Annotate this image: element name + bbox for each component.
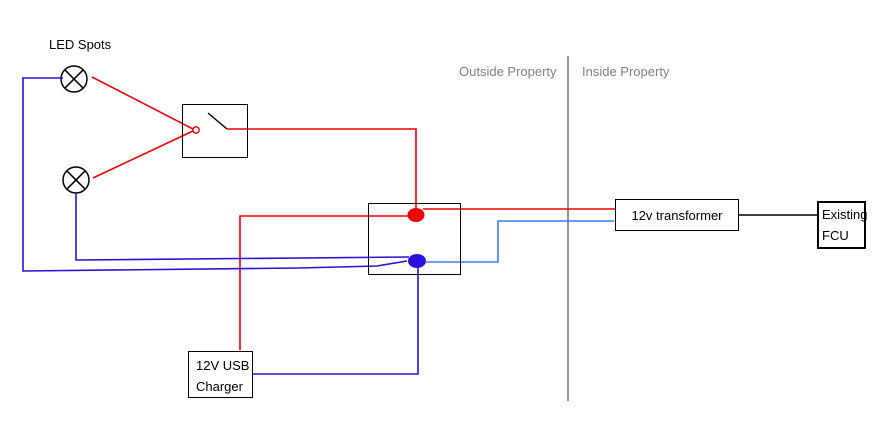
lamp-icon xyxy=(60,65,88,93)
usb-charger-box: 12V USB Charger xyxy=(188,351,253,398)
neutral-wire-lamp2-to-junction xyxy=(75,193,410,261)
switch-lever-icon xyxy=(207,112,228,130)
live-wire-lamp1-to-switch xyxy=(91,76,194,130)
fcu-box: Existing FCU xyxy=(817,201,868,249)
inside-property-label: Inside Property xyxy=(582,64,670,79)
outside-property-label: Outside Property xyxy=(459,64,557,79)
junction-box xyxy=(368,203,461,275)
neutral-junction-dot xyxy=(408,254,426,268)
live-junction-dot xyxy=(407,208,425,222)
fcu-label: Existing FCU xyxy=(822,207,868,243)
usb-charger-label: 12V USB Charger xyxy=(196,358,250,394)
transformer-label: 12v transformer xyxy=(631,207,723,223)
live-wire-junction-to-usb-charger xyxy=(239,215,409,350)
transformer-box: 12v transformer xyxy=(615,199,739,231)
switch-terminal-icon xyxy=(192,126,200,134)
secondary-wire-junction-to-transformer xyxy=(425,220,614,263)
lamp-icon xyxy=(62,166,90,194)
led-spots-label: LED Spots xyxy=(49,37,112,52)
light-switch-box xyxy=(182,104,248,158)
neutral-wire-junction-to-usb-charger xyxy=(252,267,419,375)
live-wire-lamp2-to-switch xyxy=(92,130,194,179)
neutral-wire-lamp1-to-junction xyxy=(22,77,408,272)
live-wire-switch-to-junction xyxy=(227,128,417,210)
